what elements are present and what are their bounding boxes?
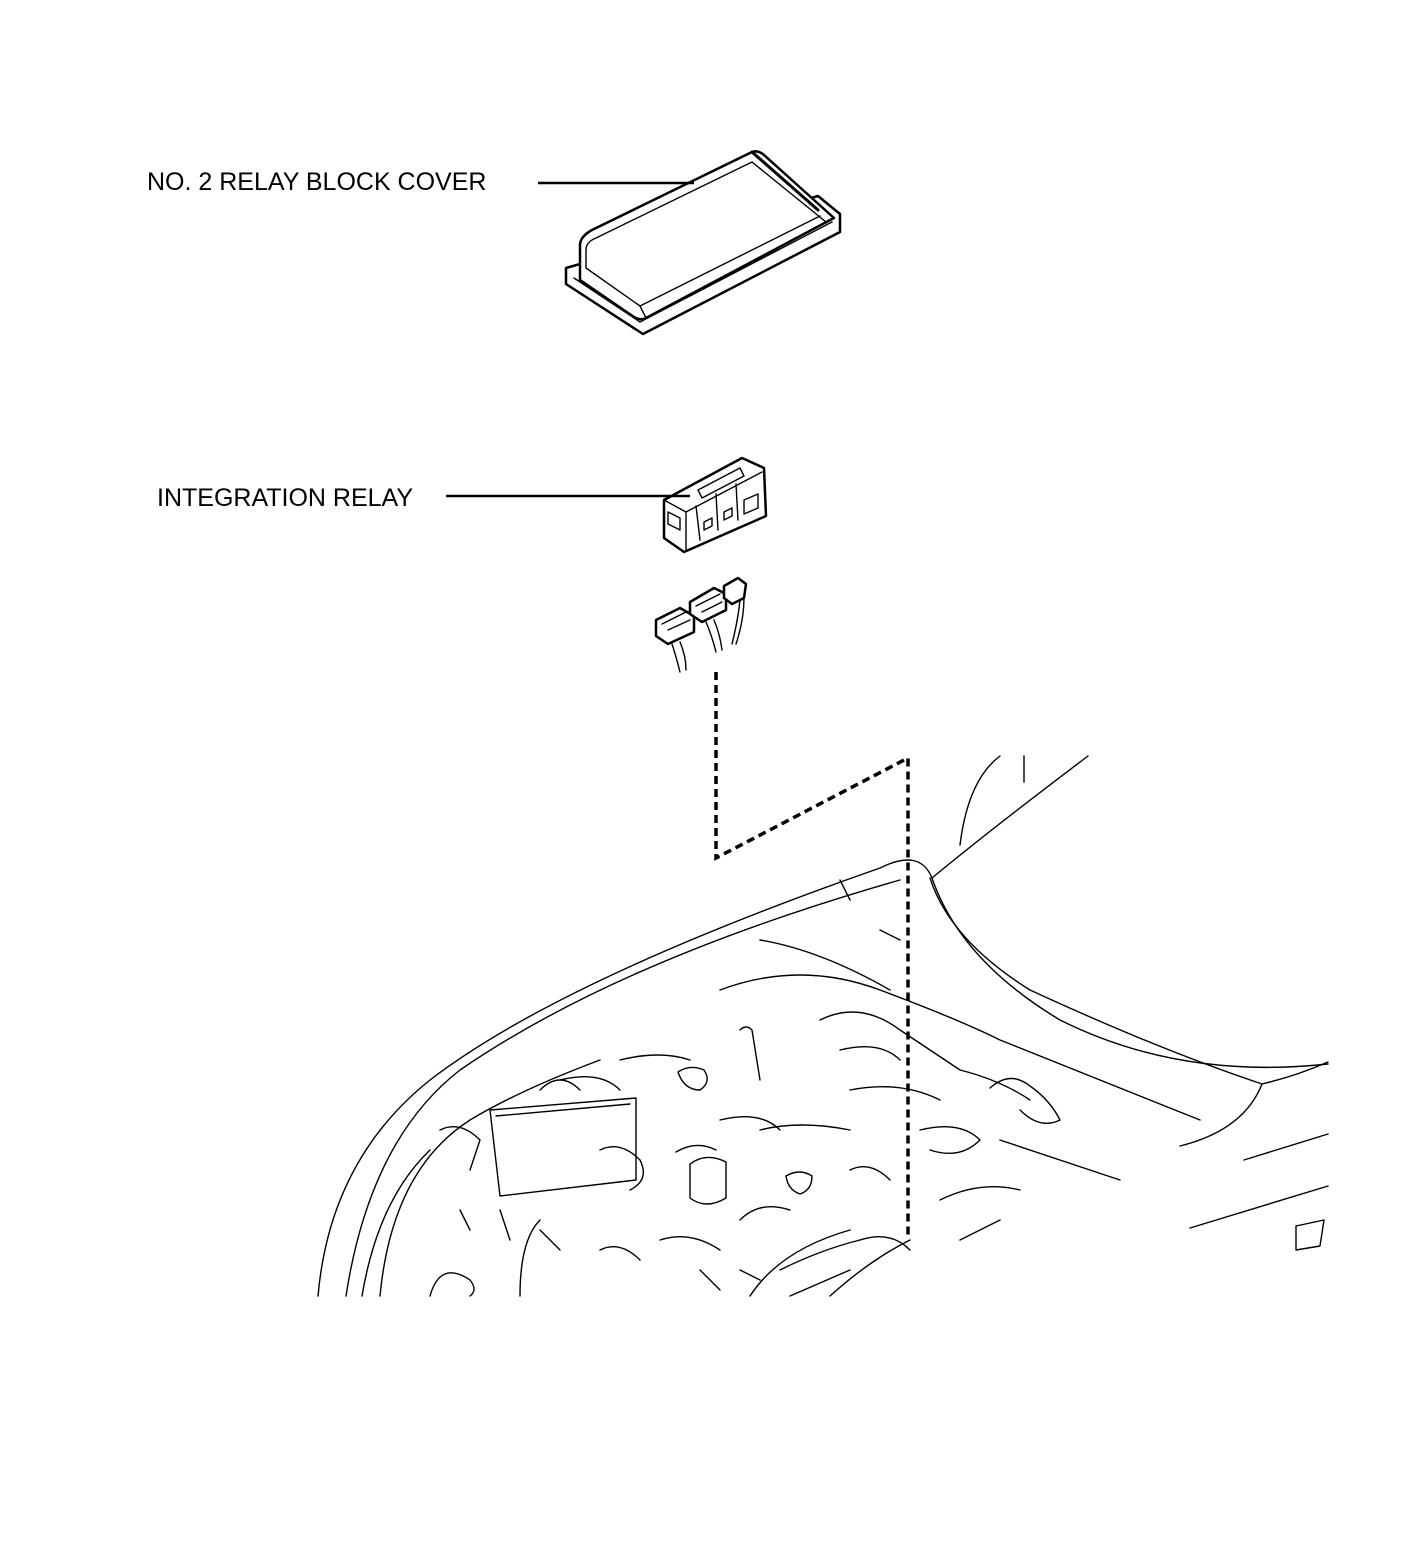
connectors-drawing	[654, 576, 748, 673]
integration-relay-label: INTEGRATION RELAY	[157, 484, 414, 512]
vehicle-engine-bay-drawing	[317, 755, 1329, 1297]
location-dashed-line	[714, 672, 910, 1235]
integration-relay-drawing	[662, 456, 768, 554]
relay-block-cover-drawing	[564, 150, 842, 336]
relay-block-cover-label: NO. 2 RELAY BLOCK COVER	[147, 168, 487, 196]
